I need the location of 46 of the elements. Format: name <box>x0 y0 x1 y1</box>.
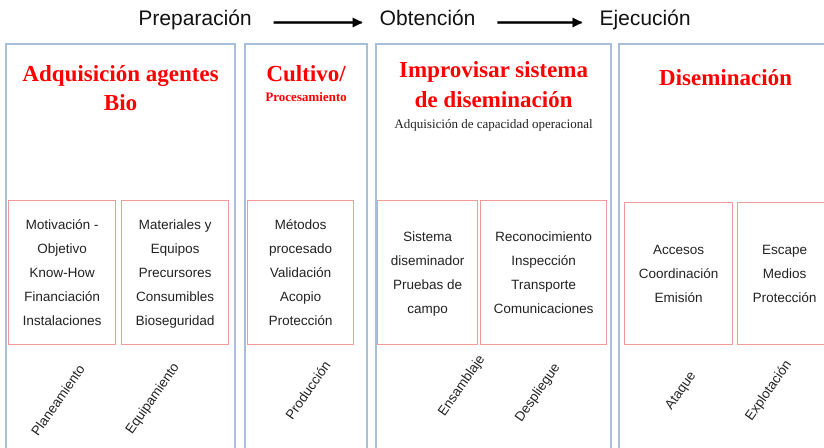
stage-panel <box>5 43 236 448</box>
item-text: Bioseguridad <box>134 312 216 330</box>
item-box <box>377 200 478 345</box>
stage-heading: Improvisar sistema de diseminación <box>398 56 589 114</box>
item-box <box>8 200 116 345</box>
item-text: Métodos procesado <box>268 216 334 258</box>
stage-subtitle: Adquisición de capacidad operacional <box>393 115 594 133</box>
item-text: Consumibles <box>134 288 216 306</box>
item-text: Protección <box>752 288 818 306</box>
item-box <box>480 200 607 345</box>
item-text: Inspección <box>510 252 577 270</box>
item-text: Accesos <box>652 240 706 258</box>
item-text: Know-How <box>28 264 96 282</box>
item-box <box>624 202 733 345</box>
stage-panel <box>244 43 368 448</box>
arrow <box>497 18 582 28</box>
stage-heading: Adquisición agentes Bio <box>21 60 220 117</box>
stage-heading: Cultivo/ <box>265 60 347 88</box>
item-text: Reconocimiento <box>494 228 593 246</box>
phase-label: Preparación <box>125 5 265 33</box>
item-text: Escape <box>760 240 808 259</box>
item-text: Pruebas de campo <box>392 276 464 318</box>
item-text: Materiales y Equipos <box>138 216 212 258</box>
item-text: Transporte <box>510 276 577 294</box>
item-text: Financiación <box>23 288 101 306</box>
item-text: Acopio <box>278 288 322 306</box>
item-text: Protección <box>268 312 334 330</box>
stage-panel <box>618 43 824 448</box>
item-text: Emisión <box>653 288 704 306</box>
item-text: Validación <box>268 264 332 282</box>
stage-panel <box>375 43 612 448</box>
item-box <box>121 200 229 345</box>
item-text: Sistema diseminador <box>390 228 466 270</box>
phase-label: Ejecución <box>585 5 705 33</box>
item-text: Medios <box>762 264 808 282</box>
arrow <box>274 18 363 28</box>
stage-subheading: Procesamiento <box>264 88 348 106</box>
item-text: Instalaciones <box>22 312 102 330</box>
item-text: Comunicaciones <box>492 300 594 318</box>
phase-label: Obtención <box>365 5 490 33</box>
item-box <box>247 200 354 345</box>
item-text: Precursores <box>138 264 212 282</box>
item-text: Coordinación <box>638 264 720 282</box>
stage-heading: Diseminación <box>658 64 793 92</box>
item-text: Motivación - Objetivo <box>24 216 100 258</box>
item-box <box>737 202 824 345</box>
